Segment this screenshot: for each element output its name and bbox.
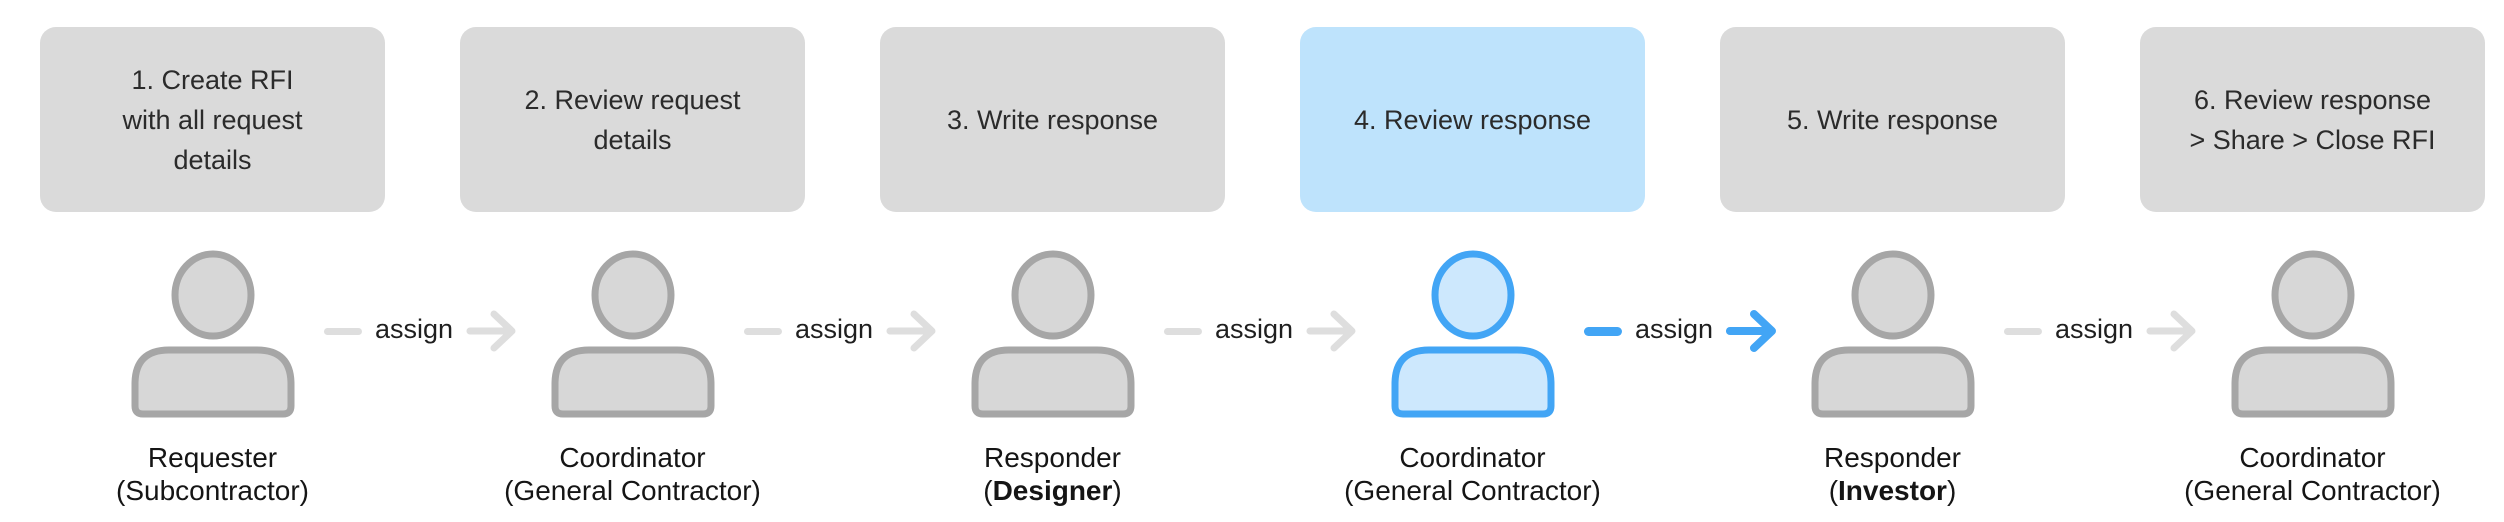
person-icon [2231,250,2395,421]
arrow-right-icon [886,310,936,352]
step-box-line: 1. Create RFI [131,64,294,95]
assign-connector-2: assign [743,309,940,353]
person-role-label: Coordinator (General Contractor) [504,441,761,507]
role-name: Coordinator [1399,442,1546,473]
assign-connector-5: assign [2003,309,2200,353]
person-icon [131,250,295,421]
role-org: (General Contractor) [1344,475,1601,506]
person-icon [1391,250,1555,421]
step-column-5: 5. Write response Responder (Investor) [1720,27,2065,507]
person-role-label: Coordinator (General Contractor) [1344,441,1601,507]
step-box-line: details [593,124,672,155]
person-role-label: Coordinator (General Contractor) [2184,441,2441,507]
role-org: (Investor) [1828,475,1957,506]
step-box-line: 5. Write response [1786,104,1999,135]
assign-label: assign [794,314,874,344]
step-box-line: details [173,144,252,175]
step-box-2: 2. Review request details [460,27,805,212]
person-head [1851,250,1934,340]
step-box-line: 6. Review response [2193,84,2432,115]
step-box-line: > Share > Close RFI [2189,124,2436,155]
role-name: Requester [147,442,278,473]
person-role-label: Responder (Investor) [1824,441,1961,507]
role-org: (General Contractor) [504,475,761,506]
assign-dash [1163,327,1202,335]
person-icon [551,250,715,421]
role-name: Coordinator [2239,442,2386,473]
person-head [1431,250,1514,340]
role-org: (Subcontractor) [116,475,309,506]
step-column-6: 6. Review response > Share > Close RFI C… [2140,27,2485,507]
assign-label: assign [2054,314,2134,344]
person-body [971,346,1134,418]
role-name: Responder [1824,442,1961,473]
assign-dash [1583,326,1622,336]
assign-connector-3: assign [1163,309,1360,353]
step-column-3: 3. Write response Responder (Designer) [880,27,1225,507]
person-icon [1811,250,1975,421]
assign-dash [323,327,362,335]
person-head [171,250,254,340]
assign-label: assign [1634,314,1714,344]
person-head [2271,250,2354,340]
role-org: (Designer) [983,475,1122,506]
person-role-label: Requester (Subcontractor) [116,441,309,507]
step-box-5: 5. Write response [1720,27,2065,212]
assign-label: assign [1214,314,1294,344]
step-box-6: 6. Review response > Share > Close RFI [2140,27,2485,212]
step-box-1: 1. Create RFI with all request details [40,27,385,212]
person-role-label: Responder (Designer) [983,441,1121,507]
arrow-right-icon [1306,310,1356,352]
assign-label: assign [374,314,454,344]
step-column-4: 4. Review response Coordinator (General … [1300,27,1645,507]
person-icon [971,250,1135,421]
arrow-right-icon [2146,310,2196,352]
person-body [131,346,294,418]
assign-dash [2003,327,2042,335]
arrow-right-icon [466,310,516,352]
step-box-line: 2. Review request [524,84,741,115]
step-column-2: 2. Review request details Coordinator (G… [460,27,805,507]
assign-connector-1: assign [323,309,520,353]
person-body [1811,346,1974,418]
role-org: (General Contractor) [2184,475,2441,506]
role-name: Coordinator [559,442,706,473]
assign-connector-4: assign [1583,309,1780,353]
assign-dash [743,327,782,335]
step-box-line: with all request [122,104,303,135]
arrow-right-icon [1726,310,1777,352]
step-box-line: 4. Review response [1353,104,1592,135]
person-body [2231,346,2394,418]
person-body [551,346,714,418]
person-body [1391,346,1554,418]
role-name: Responder [984,442,1121,473]
workflow-columns: 1. Create RFI with all request details R… [0,27,2504,507]
step-box-line: 3. Write response [946,104,1159,135]
step-box-3: 3. Write response [880,27,1225,212]
person-head [1011,250,1094,340]
step-column-1: 1. Create RFI with all request details R… [40,27,385,507]
person-head [591,250,674,340]
step-box-4: 4. Review response [1300,27,1645,212]
